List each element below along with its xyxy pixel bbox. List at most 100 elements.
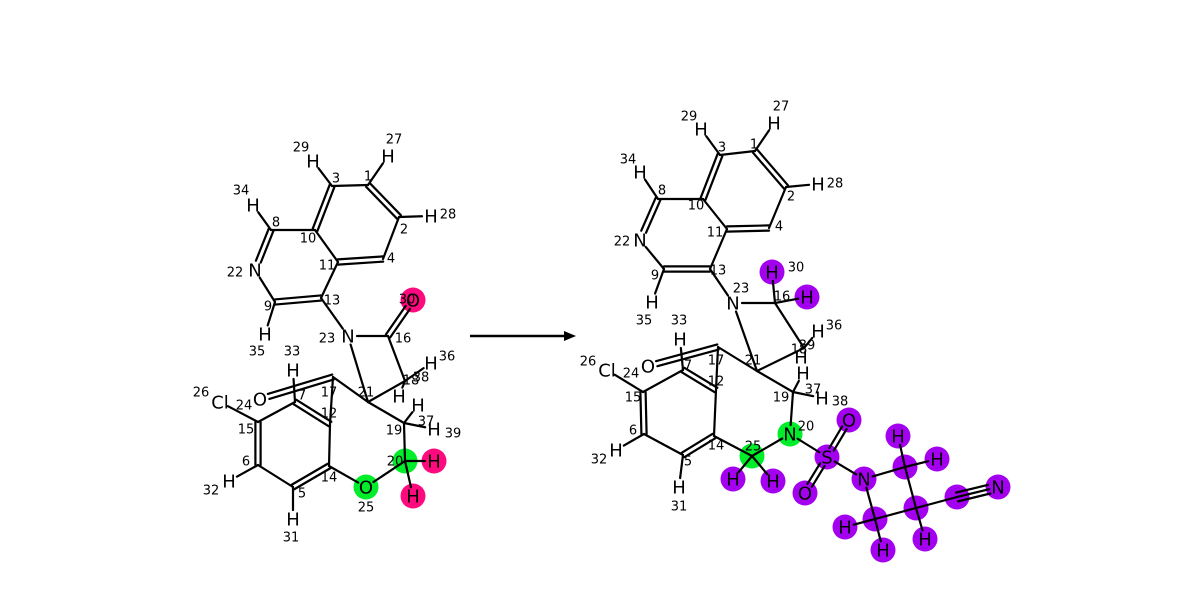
reactant-bond-c5-c14-line1 [290, 462, 329, 486]
reactant-highlight-o25 [353, 474, 379, 500]
reactant-atom-index-h32: 32 [203, 484, 220, 499]
product-atom-symbol-h36: H [811, 322, 825, 343]
reactant-bond-c18-h38 [401, 379, 407, 389]
reactant-atom-index-h37: 37 [418, 415, 435, 430]
product-atom-index-cl24: 24 [623, 367, 640, 382]
reactant-atom-symbol-h27: H [381, 147, 395, 168]
product-bond-cx1-ha1 [898, 443, 907, 469]
reactant-bond-c11-c10 [313, 228, 340, 264]
product-atom-index-c2: 2 [787, 190, 795, 205]
product-bond-c17-o26-line1 [656, 348, 720, 368]
product-bond-c5-h31 [679, 453, 685, 480]
product-bond-c7-c15 [641, 368, 685, 394]
reactant-atom-symbol-h35: H [258, 325, 272, 346]
reactant-bond-c7-h33 [292, 377, 297, 404]
product-highlight-ha2 [924, 446, 950, 472]
reactant-highlight-h20a [421, 448, 447, 474]
product-bond-cx3-hc1 [852, 517, 877, 526]
product-atom-index-h38: 38 [832, 395, 849, 410]
product-atom-index-c13: 13 [710, 264, 727, 279]
reactant-bond-c4-c11-line1 [337, 260, 385, 266]
reactant-atom-index-h35: 35 [249, 345, 266, 360]
product-bond-c19-h38 [791, 390, 815, 398]
reactant-atom-index-c12: 12 [321, 407, 338, 422]
product-bond-cx3-hb2 [873, 517, 882, 543]
product-bond-c1-c2-line1 [755, 148, 790, 187]
product-bond-c3-h29 [705, 135, 722, 157]
product-bond-c12-c7-line1 [680, 371, 716, 394]
reactant-atom-index-c4: 4 [387, 252, 395, 267]
product-atom-symbol-cl24: Cl [598, 361, 616, 382]
product-atom-index-c4: 4 [775, 220, 783, 235]
product-atom-index-n20: 20 [798, 420, 815, 435]
product-bond-s1-os2-line2 [806, 462, 822, 486]
product-atom-index-c12: 12 [708, 375, 725, 390]
reactant-atom-index-n22: 22 [227, 266, 244, 281]
product-atom-index-h31: 31 [671, 500, 688, 515]
product-bond-n20-s1 [796, 437, 821, 454]
reactant-highlight-h20b [400, 483, 426, 509]
product-bond-c10-c3-line1 [699, 152, 719, 200]
product-highlight-ha1 [885, 423, 911, 449]
product-bond-c2-h28 [784, 183, 811, 189]
reactant-bond-c4-c11-line2 [336, 255, 384, 261]
reactant-atom-symbol-h28: H [424, 207, 438, 228]
product-bond-c16-h30 [771, 279, 777, 305]
product-bond-c6-h32 [622, 432, 646, 447]
product-atom-index-c10: 10 [688, 199, 705, 214]
product-bond-c5-c14-line2 [683, 437, 717, 459]
product-bond-c11-c10 [701, 197, 729, 231]
reactant-atom-index-c17: 17 [321, 386, 338, 401]
reactant-bond-c15-cl24 [226, 405, 260, 424]
product-atom-index-c3: 3 [718, 141, 726, 156]
reactant-atom-index-c10: 10 [300, 232, 317, 247]
product-bond-cn-nn-line1 [954, 483, 990, 494]
product-bond-c15-c6-line1 [644, 390, 648, 436]
product-bond-na-cx3 [865, 486, 877, 521]
reactant-bond-c2-h28 [397, 215, 424, 219]
reactant-bond-c21-c17 [331, 375, 370, 404]
reactant-atoms: 123456789101112131415161718192021N22N23C… [193, 133, 462, 546]
product-atom-index-h39: 39 [799, 339, 816, 354]
product-atom-symbol-ha2: H [930, 450, 944, 471]
product-atom-symbol-hc1: H [838, 518, 852, 539]
reactant-bond-c8-n22-line1 [259, 229, 275, 264]
product-atom-index-c25: 25 [745, 440, 762, 455]
reactant-bond-c13-c11 [319, 260, 340, 300]
reactant-bond-c9-c13-line1 [273, 294, 322, 301]
product-atom-symbol-h38: H [815, 389, 829, 410]
product-atom-index-c9: 9 [651, 269, 659, 284]
reactant-atom-index-c3: 3 [332, 172, 340, 187]
product-atom-symbol-h37: H [796, 364, 810, 385]
product-atom-symbol-os1: O [842, 411, 856, 432]
product-atom-symbol-hb1: H [918, 530, 932, 551]
reactant-bond-c21-n23 [349, 343, 370, 404]
product-bond-c19-c21 [755, 369, 795, 394]
reactant-bond-c19-h39 [402, 421, 427, 429]
reactant-atom-index-h39: 39 [445, 427, 462, 442]
product-atom-index-h28: 28 [827, 177, 844, 192]
product-bond-c19-h37 [791, 379, 800, 394]
reactant-bond-c20-c19 [402, 421, 407, 463]
product-bond-c4-c11-line1 [725, 229, 771, 233]
product-atom-index-h35: 35 [636, 314, 653, 329]
reactant-atom-symbol-o25: O [359, 478, 373, 499]
reactant-atom-index-h34: 34 [233, 184, 250, 199]
product-highlight-nn [985, 474, 1011, 500]
reactant-atom-index-c21: 21 [358, 386, 375, 401]
reactant-atom-index-c13: 13 [324, 294, 341, 309]
product-bond-c13-c11 [708, 227, 729, 271]
product-bond-s1-os1-line1 [828, 425, 844, 450]
reactant-bond-c9-h35 [266, 300, 277, 327]
product-bond-c2-c4 [767, 185, 788, 230]
reactant-atom-index-h33: 33 [284, 345, 301, 360]
reactant-bond-c9-c13-line2 [274, 299, 323, 306]
product-bond-c6-c5 [642, 432, 685, 457]
product-atom-index-c18: 18 [791, 343, 808, 358]
product-bond-c15-cl24 [613, 373, 645, 394]
reaction-arrow-head [564, 331, 576, 341]
product-atom-index-c16: 16 [774, 290, 791, 305]
product-atom-index-c14: 14 [708, 439, 725, 454]
reactant-bond-c19-h37 [402, 411, 414, 425]
product-atom-index-c17: 17 [708, 354, 725, 369]
